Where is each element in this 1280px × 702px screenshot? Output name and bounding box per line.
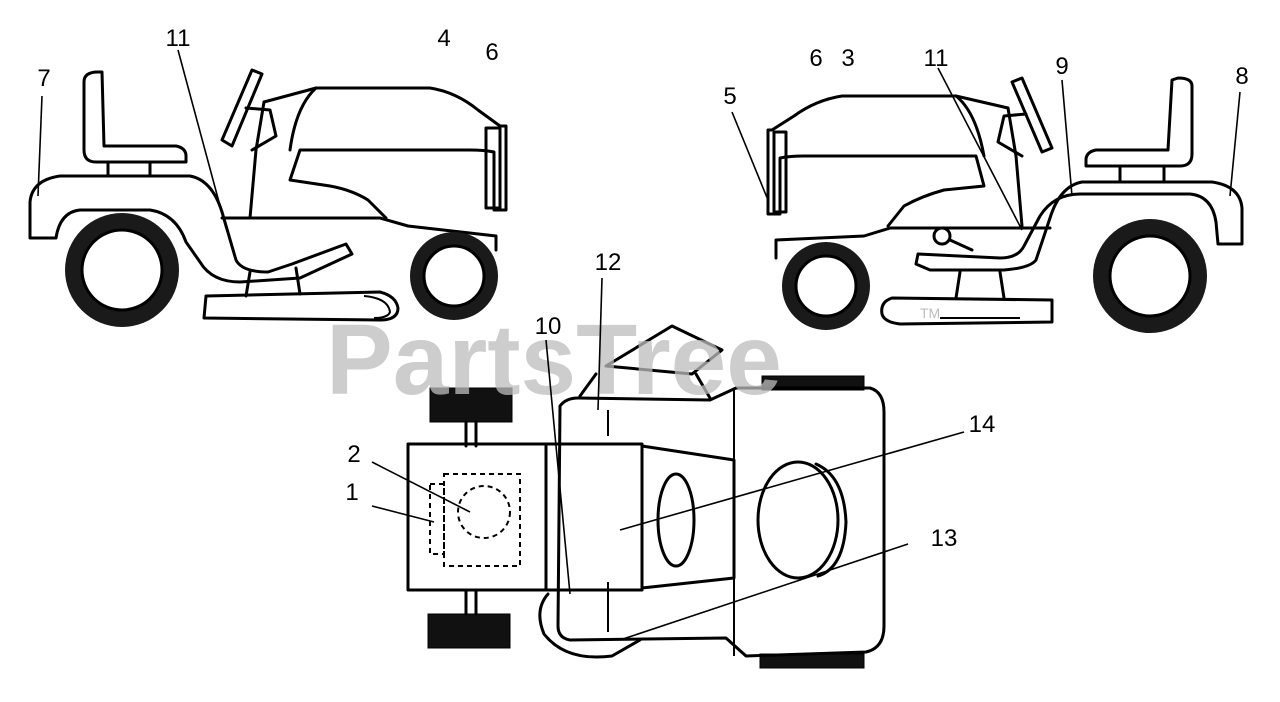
watermark-trademark: TM (920, 305, 940, 321)
top-view-engine-cover-rim (814, 462, 848, 578)
leader-11-right (937, 67, 1023, 231)
callout-2: 2 (347, 441, 360, 468)
right-view-deck-hanger (954, 270, 1006, 300)
leader-7 (37, 95, 43, 197)
callout-7: 7 (37, 65, 50, 92)
left-view-deck-hanger (244, 266, 302, 298)
right-view-steering-column (996, 112, 1028, 158)
leader-5 (731, 111, 769, 201)
callout-11-left: 11 (166, 25, 191, 52)
right-view-steering-wheel (1010, 76, 1054, 154)
leader-13 (619, 543, 909, 641)
top-view-rear-fender (406, 442, 644, 592)
leader-14 (619, 431, 965, 531)
callout-1: 1 (345, 479, 358, 506)
left-view-front-rim (422, 244, 486, 308)
callout-10: 10 (535, 313, 562, 340)
top-view-dash (640, 444, 736, 590)
callout-8: 8 (1235, 63, 1248, 90)
callout-11-right: 11 (924, 45, 949, 72)
top-view-hood (556, 386, 886, 658)
right-view-rear-rim (1108, 234, 1192, 318)
right-view-front-rim (794, 254, 858, 318)
top-view-steering-shaft (578, 372, 712, 400)
callout-6-right: 6 (809, 45, 822, 72)
top-view-seat-outline (443, 473, 521, 567)
callout-14: 14 (969, 411, 996, 438)
leader-10 (545, 339, 571, 595)
right-view-seat-post (1118, 164, 1166, 184)
top-view-seat-bracket (429, 483, 445, 555)
right-view-seat-back (1084, 76, 1194, 168)
callout-5: 5 (723, 83, 736, 110)
left-view-rear-rim (80, 228, 164, 312)
left-view-grille (484, 126, 502, 210)
top-view-steering-raised (604, 324, 724, 376)
right-view-lever (948, 238, 974, 252)
callout-9: 9 (1055, 53, 1068, 80)
callout-13: 13 (931, 525, 958, 552)
top-view-rear-tire-lower (427, 613, 511, 649)
left-view-steering-wheel (220, 68, 264, 148)
left-view-frame (220, 216, 498, 252)
right-view-mower-deck (880, 296, 1054, 326)
leader-1 (371, 505, 435, 523)
right-view-grille (772, 130, 788, 214)
leader-8 (1229, 91, 1241, 197)
top-view-rear-axle (464, 420, 478, 616)
right-view-lever-knob (932, 226, 952, 246)
right-view-dash-panel (954, 94, 1024, 228)
top-view-steering-wheel (656, 472, 696, 568)
left-view-seat-post (106, 160, 152, 178)
callout-12: 12 (595, 249, 622, 276)
tractor-top-view (406, 324, 886, 669)
top-view-discharge-chute (538, 592, 642, 659)
leader-2 (371, 461, 471, 513)
left-view-mower-deck (202, 290, 400, 322)
tractor-right-side-view (766, 76, 1244, 333)
leader-lines (37, 49, 1241, 641)
leader-11-left (177, 49, 227, 229)
top-view-engine-cover (756, 460, 840, 580)
left-view-steering-column (244, 106, 278, 152)
left-view-body-outline (28, 174, 354, 284)
top-view-rear-tire-upper (429, 387, 513, 423)
right-view-body-outline (914, 180, 1244, 272)
left-view-dash-panel (248, 86, 318, 220)
left-view-seat-back (82, 70, 188, 164)
callout-numbers: 7 11 4 6 5 6 3 11 9 8 12 10 2 1 14 13 (37, 25, 1248, 552)
tractor-left-side-view (28, 68, 508, 327)
leader-9 (1061, 79, 1073, 197)
callout-3: 3 (841, 45, 854, 72)
left-view-deck-chute (363, 295, 392, 319)
callout-6-left: 6 (485, 39, 498, 66)
callout-4: 4 (437, 25, 450, 52)
top-view-seat-circle (457, 485, 511, 539)
leader-12 (597, 277, 603, 411)
watermark: PartsTree (326, 304, 782, 416)
